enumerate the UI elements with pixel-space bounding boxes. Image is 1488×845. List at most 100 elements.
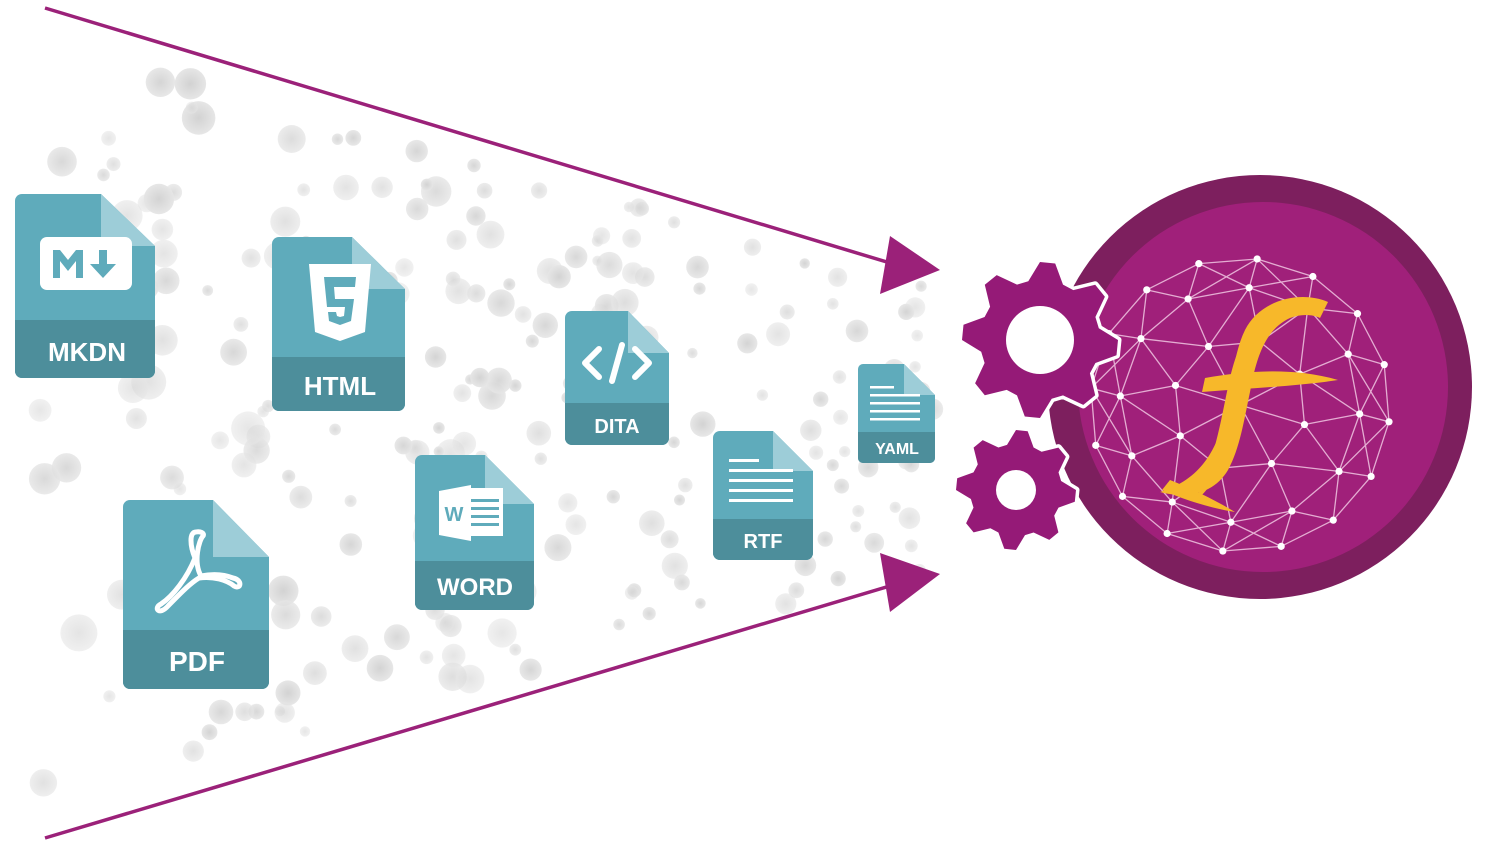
particle-dot	[231, 411, 266, 446]
particle-dot	[467, 284, 486, 303]
network-edge	[1090, 338, 1142, 389]
particle-dot	[864, 532, 885, 553]
particle-dot	[289, 485, 313, 509]
network-edge	[1280, 510, 1293, 547]
particle-dot	[433, 422, 445, 434]
particle-dot	[889, 501, 901, 513]
particle-dot	[686, 255, 709, 279]
particle-dot	[674, 494, 685, 506]
particle-dot	[766, 322, 791, 347]
particle-dot	[282, 469, 296, 483]
network-edge	[1175, 346, 1210, 386]
network-edge	[1120, 384, 1176, 397]
particle-dot	[466, 206, 486, 226]
particle-dot	[813, 391, 829, 407]
particle-dot	[695, 598, 706, 609]
particle-dot	[145, 67, 176, 98]
particle-dot	[534, 452, 547, 465]
network-edge	[1280, 519, 1334, 547]
network-node	[1245, 284, 1253, 292]
particle-dot	[592, 255, 603, 266]
particle-dot	[611, 288, 639, 317]
network-node	[1227, 518, 1235, 526]
f-logo-icon	[1160, 297, 1338, 512]
network-edge	[1256, 258, 1314, 278]
particle-dot	[487, 289, 515, 317]
particle-dot	[303, 661, 327, 685]
network-edge	[1131, 435, 1181, 457]
network-edge	[1095, 445, 1124, 497]
particle-dot	[152, 267, 180, 295]
document-rtf: RTF	[713, 431, 813, 560]
network-edge	[1222, 522, 1232, 552]
particle-dot	[28, 463, 61, 495]
network-node	[1344, 350, 1352, 358]
network-edge	[1230, 521, 1282, 547]
document-label: WORD	[437, 574, 513, 601]
particle-dot	[455, 664, 485, 694]
network-edge	[1332, 471, 1340, 521]
network-edge	[1304, 413, 1360, 426]
network-node	[1277, 542, 1285, 550]
network-edge	[1270, 463, 1293, 512]
particle-dot	[509, 379, 522, 392]
network-node	[1253, 255, 1261, 263]
particle-dot	[852, 505, 865, 517]
document-label: PDF	[169, 646, 225, 677]
particle-dot	[420, 178, 433, 191]
network-edge	[1121, 455, 1133, 497]
network-edge	[1338, 421, 1390, 472]
network-edge	[1303, 424, 1340, 472]
network-node	[1168, 498, 1176, 506]
particle-dot	[202, 285, 214, 296]
document-label: DITA	[594, 416, 639, 438]
document-yaml: YAML	[858, 364, 935, 463]
particle-dot	[915, 280, 927, 292]
particle-dot	[591, 235, 604, 247]
network-edge	[1222, 510, 1293, 552]
particle-dot	[564, 245, 588, 269]
network-edge	[1338, 470, 1372, 478]
particle-dot	[850, 521, 862, 533]
network-edge	[1119, 395, 1133, 456]
document-label: HTML	[304, 371, 376, 401]
particle-dot	[419, 650, 434, 665]
particle-dot	[514, 306, 532, 323]
particle-dot	[690, 411, 716, 437]
particle-dot	[97, 168, 110, 182]
network-node	[1385, 418, 1393, 426]
network-edge	[1187, 298, 1210, 347]
particle-dot	[467, 158, 481, 173]
particle-dot	[433, 446, 444, 457]
acrobat-icon	[154, 529, 243, 614]
particle-dot	[911, 329, 923, 342]
gear-hole	[996, 470, 1036, 510]
network-edge	[1348, 353, 1385, 366]
particle-dot	[693, 282, 706, 295]
particle-dot	[405, 139, 428, 163]
network-edge	[1146, 289, 1189, 300]
network-edge	[1187, 258, 1258, 300]
document-label: MKDN	[48, 337, 126, 367]
particle-dot	[208, 699, 234, 725]
particle-dot	[817, 531, 833, 547]
document-label: RTF	[744, 531, 783, 553]
particle-dot	[775, 593, 797, 615]
network-edge	[1338, 413, 1361, 472]
particle-dot	[151, 218, 174, 241]
network-node	[1356, 410, 1364, 418]
particle-dot	[143, 183, 175, 215]
network-node	[1116, 392, 1124, 400]
particle-dot	[532, 312, 558, 338]
particle-dot	[830, 571, 846, 587]
network-edge	[1347, 354, 1361, 415]
particle-dot	[596, 251, 623, 279]
particle-dot	[909, 361, 921, 373]
particle-dot	[525, 334, 539, 348]
particle-dot	[898, 507, 921, 529]
network-edge	[1166, 532, 1224, 552]
text-lines-icon	[870, 386, 920, 421]
particle-dot	[756, 389, 769, 401]
particle-dot	[384, 624, 410, 651]
